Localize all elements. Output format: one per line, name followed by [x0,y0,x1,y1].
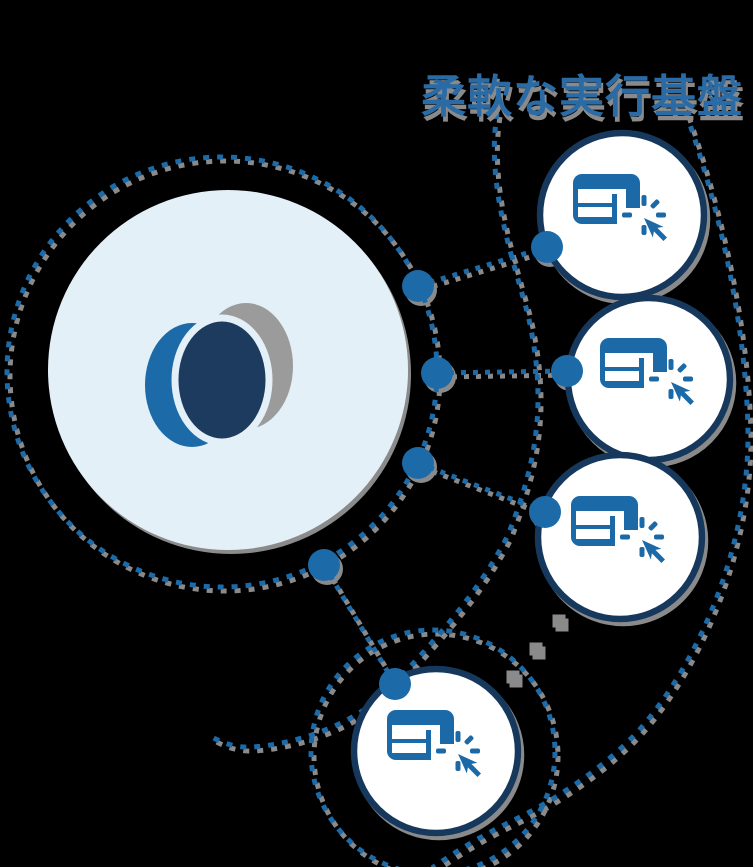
core-dot-3 [402,447,434,479]
node-3-dot [529,496,561,528]
bottom-node-orbit-dashed-circle [308,627,558,867]
node-4-dot [379,668,411,700]
ellipsis-dot [506,670,520,684]
node-1-dot [531,231,563,263]
logo-navy-circle [171,314,273,446]
connector-node-1 [417,244,548,289]
node-2-dot [551,355,583,387]
connector-node-4 [321,563,398,686]
node-4 [350,665,522,837]
ellipsis-dot [552,614,566,628]
core-platform-circle [48,190,408,550]
node-3 [534,451,706,623]
junction-dots [308,231,583,700]
connector-node-2 [436,368,568,376]
core-dot-2 [421,357,453,389]
node-1 [536,129,708,301]
flow-curve-left [208,112,541,750]
three-overlapping-circles-logo [145,303,293,447]
ellipsis-dot [529,642,543,656]
core-dot-4 [308,549,340,581]
node-2 [564,294,734,464]
core-dot-1 [402,270,434,302]
diagonal-more-dots [506,614,566,684]
flow-curve-right [430,112,751,867]
diagram-title: 柔軟な実行基盤 [421,71,744,122]
